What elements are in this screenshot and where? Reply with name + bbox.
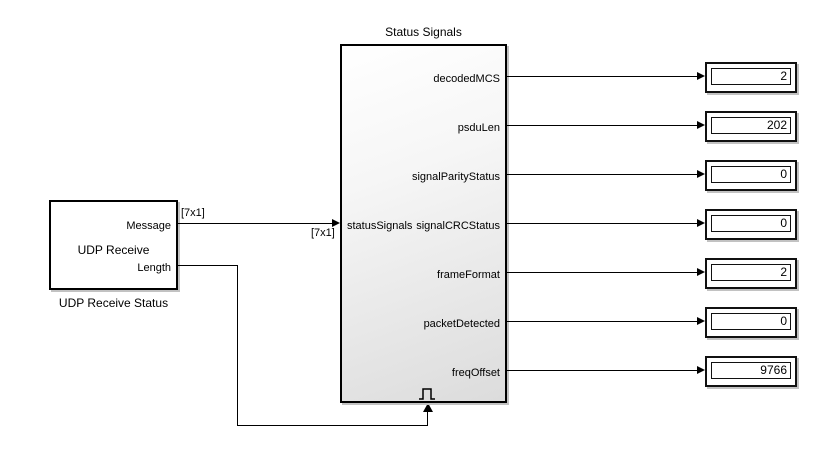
display-frameformat[interactable]: 2 bbox=[705, 258, 797, 289]
display-frame: 202 bbox=[711, 117, 791, 134]
subsystem-output-port-label: psduLen bbox=[457, 122, 500, 134]
display-value: 0 bbox=[780, 314, 787, 328]
display-psdulen[interactable]: 202 bbox=[705, 111, 797, 142]
wire-message-to-statussignals[interactable] bbox=[178, 223, 334, 225]
subsystem-output-port-label: signalCRCStatus bbox=[416, 220, 500, 232]
display-value: 0 bbox=[780, 216, 787, 230]
wire-packetdetected[interactable] bbox=[507, 321, 698, 323]
wire-length-segment-2[interactable] bbox=[237, 265, 239, 426]
display-value: 0 bbox=[780, 167, 787, 181]
display-frame: 2 bbox=[711, 264, 791, 281]
display-signalcrcstatus[interactable]: 0 bbox=[705, 209, 797, 240]
display-frame: 0 bbox=[711, 313, 791, 330]
wire-signalcrcstatus[interactable] bbox=[507, 223, 698, 225]
wire-psdulen[interactable] bbox=[507, 125, 698, 127]
display-freqoffset[interactable]: 9766 bbox=[705, 356, 797, 387]
udp-block-type-label: UDP Receive bbox=[77, 243, 150, 257]
display-decodedmcs[interactable]: 2 bbox=[705, 62, 797, 93]
arrowhead-icon bbox=[697, 317, 705, 325]
udp-port-message-label: Message bbox=[126, 220, 171, 232]
wire-signalparitystatus[interactable] bbox=[507, 174, 698, 176]
wire-frameformat[interactable] bbox=[507, 272, 698, 274]
arrowhead-icon bbox=[697, 366, 705, 374]
subsystem-output-port-label: frameFormat bbox=[437, 269, 500, 281]
display-signalparitystatus[interactable]: 0 bbox=[705, 160, 797, 191]
wire-length-segment-3[interactable] bbox=[237, 425, 428, 427]
trigger-port-icon bbox=[419, 388, 435, 400]
subsystem-title[interactable]: Status Signals bbox=[385, 25, 462, 39]
wire-freqoffset[interactable] bbox=[507, 370, 698, 372]
signal-dimension-label: [7x1] bbox=[181, 207, 205, 219]
display-frame: 2 bbox=[711, 68, 791, 85]
display-frame: 0 bbox=[711, 166, 791, 183]
udp-port-length-label: Length bbox=[137, 262, 171, 274]
display-frame: 9766 bbox=[711, 362, 791, 379]
arrowhead-icon bbox=[697, 219, 705, 227]
display-value: 2 bbox=[780, 265, 787, 279]
block-status-signals-subsystem[interactable]: statusSignals decodedMCS psduLen signalP… bbox=[340, 44, 507, 403]
subsystem-output-port-label: packetDetected bbox=[423, 318, 500, 330]
udp-block-caption[interactable]: UDP Receive Status bbox=[58, 296, 169, 310]
subsystem-output-port-label: decodedMCS bbox=[433, 73, 500, 85]
display-value: 2 bbox=[780, 69, 787, 83]
arrowhead-up-icon bbox=[423, 403, 433, 412]
wire-length-segment-4[interactable] bbox=[427, 411, 429, 426]
arrowhead-icon bbox=[697, 268, 705, 276]
display-value: 9766 bbox=[760, 363, 787, 377]
display-value: 202 bbox=[766, 118, 787, 132]
block-udp-receive[interactable]: Message UDP Receive Length bbox=[49, 200, 178, 290]
display-packetdetected[interactable]: 0 bbox=[705, 307, 797, 338]
wire-decodedmcs[interactable] bbox=[507, 76, 698, 78]
subsystem-input-port-label: statusSignals bbox=[347, 220, 413, 232]
display-frame: 0 bbox=[711, 215, 791, 232]
signal-dimension-label: [7x1] bbox=[311, 227, 335, 239]
arrowhead-icon bbox=[697, 72, 705, 80]
wire-length-segment-1[interactable] bbox=[178, 265, 238, 267]
subsystem-output-port-label: signalParityStatus bbox=[411, 171, 500, 183]
arrowhead-icon bbox=[697, 170, 705, 178]
subsystem-output-port-label: freqOffset bbox=[451, 367, 500, 379]
arrowhead-icon bbox=[697, 121, 705, 129]
arrowhead-icon bbox=[332, 219, 340, 227]
